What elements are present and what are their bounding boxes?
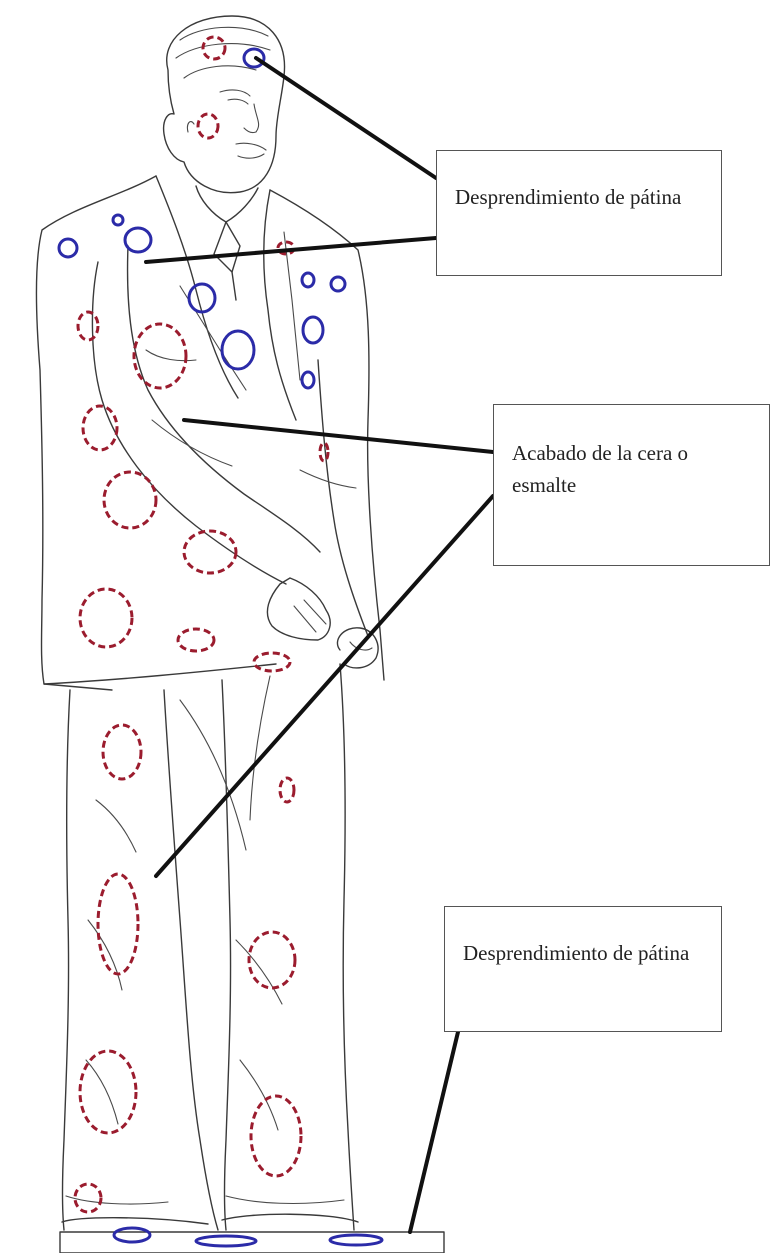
patina-markers — [59, 49, 382, 1246]
patina-marker — [59, 239, 77, 257]
label-text: Desprendimiento de pátina — [455, 185, 681, 209]
wax-marker — [203, 37, 225, 59]
statue-legs — [63, 664, 355, 1230]
wax-marker — [83, 406, 117, 450]
statue-head — [164, 16, 285, 193]
wax-marker — [198, 114, 218, 138]
patina-marker — [196, 1236, 256, 1246]
leader-line-2b — [156, 496, 493, 876]
patina-marker — [125, 228, 151, 252]
wax-marker — [80, 589, 132, 647]
label-box-patina-top: Desprendimiento de pátina — [436, 150, 722, 276]
wax-marker — [104, 472, 156, 528]
label-text: Acabado de la cera o esmalte — [512, 441, 688, 497]
wax-marker — [254, 653, 290, 671]
statue-shoes — [62, 1214, 358, 1224]
leader-line-2a — [184, 420, 493, 452]
patina-marker — [222, 331, 254, 369]
patina-marker — [303, 317, 323, 343]
statue-jacket — [37, 176, 385, 690]
wax-marker — [98, 874, 138, 974]
wax-marker — [249, 932, 295, 988]
label-box-patina-base: Desprendimiento de pátina — [444, 906, 722, 1032]
statue-hands — [267, 578, 378, 668]
wax-markers — [75, 37, 328, 1212]
leader-line-3 — [410, 1032, 458, 1232]
wax-marker — [280, 778, 294, 802]
patina-marker — [331, 277, 345, 291]
patina-marker — [302, 273, 314, 287]
wax-marker — [78, 312, 98, 340]
wax-marker — [134, 324, 186, 388]
label-text: Desprendimiento de pátina — [463, 941, 689, 965]
wax-marker — [251, 1096, 301, 1176]
patina-marker — [114, 1228, 150, 1242]
wax-marker — [103, 725, 141, 779]
statue-left-arm — [92, 246, 320, 584]
label-box-wax-finish: Acabado de la cera o esmalte — [493, 404, 770, 566]
patina-marker — [302, 372, 314, 388]
leader-line-1a — [256, 58, 436, 178]
wax-marker — [320, 443, 328, 461]
patina-marker — [189, 284, 215, 312]
wax-marker — [178, 629, 214, 651]
patina-marker — [113, 215, 123, 225]
patina-marker — [330, 1235, 382, 1245]
wax-marker — [75, 1184, 101, 1212]
statue-right-arm — [300, 360, 368, 636]
